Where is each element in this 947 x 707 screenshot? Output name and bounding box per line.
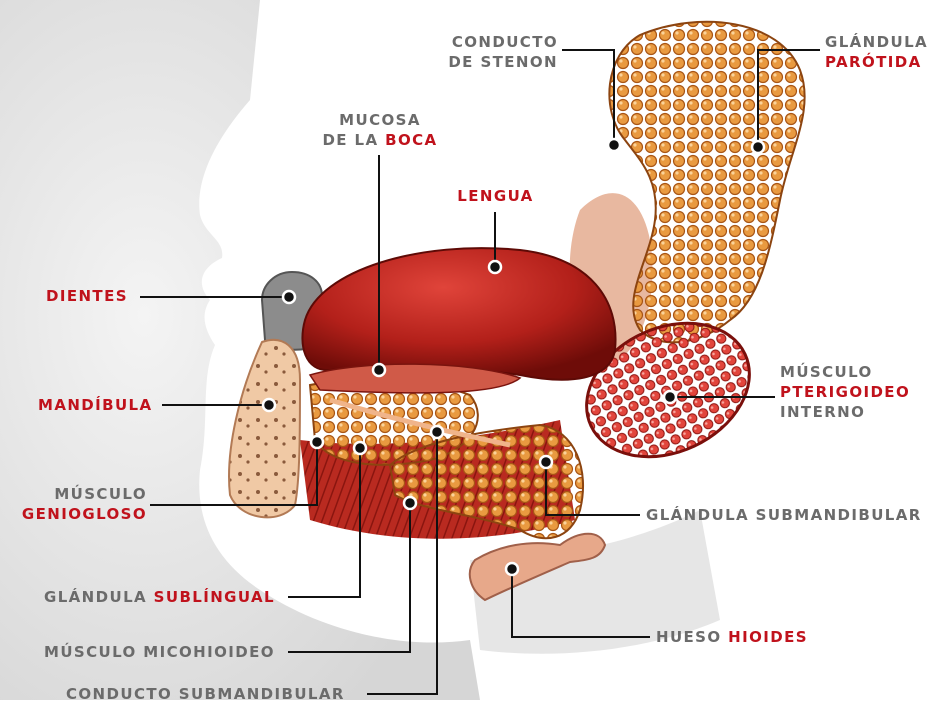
- label-conducto-stenon: CONDUCTO DE STENON: [430, 32, 558, 72]
- pin-musculo-geniogloso: [311, 436, 323, 448]
- pin-hueso-hioides: [506, 563, 518, 575]
- pin-glandula-parotida: [752, 141, 764, 153]
- pin-glandula-sublingual: [354, 442, 366, 454]
- label-mandibula: MANDÍBULA: [38, 395, 153, 415]
- label-mucosa-boca: MUCOSA DE LA BOCA: [318, 110, 442, 150]
- pin-musculo-pterigoideo: [664, 391, 676, 403]
- pin-musculo-micohioideo: [404, 497, 416, 509]
- leader-conducto-stenon: [562, 50, 614, 145]
- label-dientes: DIENTES: [46, 286, 128, 306]
- pin-mucosa-boca: [373, 364, 385, 376]
- pin-conducto-stenon: [608, 139, 620, 151]
- pin-lengua: [489, 261, 501, 273]
- label-glandula-submandibular: GLÁNDULA SUBMANDIBULAR: [646, 505, 922, 525]
- pin-mandibula: [263, 399, 275, 411]
- pin-conducto-submandibular: [431, 426, 443, 438]
- label-musculo-micohioideo: MÚSCULO MICOHIOIDEO: [44, 642, 275, 662]
- pin-glandula-submandibular: [540, 456, 552, 468]
- label-musculo-geniogloso: MÚSCULO GENIOGLOSO: [4, 484, 147, 524]
- label-conducto-submandibular: CONDUCTO SUBMANDIBULAR: [66, 684, 345, 704]
- label-lengua: LENGUA: [448, 186, 543, 206]
- pin-dientes: [283, 291, 295, 303]
- label-musculo-pterigoideo: MÚSCULO PTERIGOIDEO INTERNO: [780, 362, 910, 422]
- parotid-gland: [609, 22, 804, 343]
- tongue: [302, 248, 615, 380]
- label-hueso-hioides: HUESO HIOIDES: [656, 627, 808, 647]
- label-glandula-sublingual: GLÁNDULA SUBLÍNGUAL: [44, 587, 275, 607]
- label-glandula-parotida: GLÁNDULA PARÓTIDA: [825, 32, 928, 72]
- mandible: [229, 340, 300, 517]
